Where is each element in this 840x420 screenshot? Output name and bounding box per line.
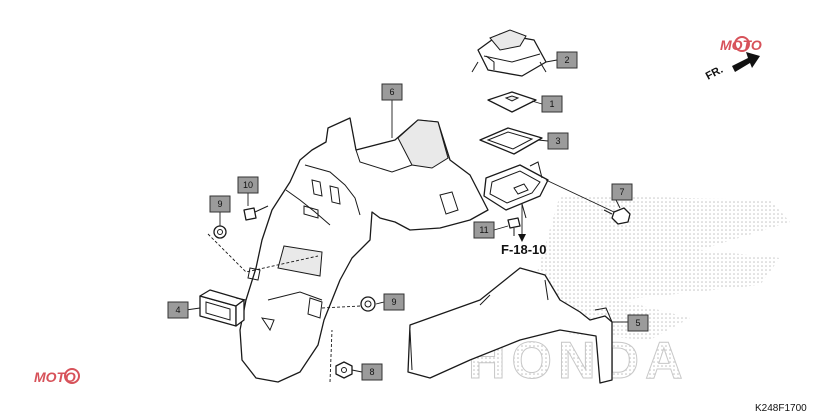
callout-label: 8 bbox=[369, 367, 374, 377]
callout-4[interactable]: 4 bbox=[167, 301, 189, 319]
honda-wing-logo bbox=[520, 195, 790, 340]
reference-label[interactable]: F-18-10 bbox=[501, 242, 547, 257]
callout-6[interactable]: 6 bbox=[381, 83, 403, 101]
splash-guard bbox=[407, 267, 613, 384]
cover-seal bbox=[487, 91, 537, 113]
watermark-text: MOTO bbox=[720, 37, 762, 53]
callout-label: 2 bbox=[564, 55, 569, 65]
callout-2[interactable]: 2 bbox=[556, 51, 578, 69]
callout-9-lower[interactable]: 9 bbox=[383, 293, 405, 311]
gasket bbox=[479, 127, 543, 155]
grommet-upper bbox=[213, 225, 227, 239]
callout-3[interactable]: 3 bbox=[547, 132, 569, 150]
license-light bbox=[199, 289, 247, 327]
callout-11[interactable]: 11 bbox=[473, 221, 495, 239]
watermark-top-right: MOTO bbox=[720, 36, 762, 53]
callout-label: 7 bbox=[619, 187, 624, 197]
callout-8[interactable]: 8 bbox=[361, 363, 383, 381]
direction-label: FR. bbox=[704, 64, 725, 83]
callout-label: 3 bbox=[555, 136, 560, 146]
callout-1[interactable]: 1 bbox=[541, 95, 563, 113]
diagram-code: K248F1700 bbox=[755, 403, 807, 414]
rivet bbox=[507, 217, 521, 236]
callout-label: 11 bbox=[479, 225, 488, 235]
front-direction-indicator: FR. bbox=[704, 52, 760, 83]
callout-label: 9 bbox=[391, 297, 396, 307]
callout-5[interactable]: 5 bbox=[627, 314, 649, 332]
rear-fender bbox=[239, 117, 489, 383]
bolt bbox=[603, 207, 631, 225]
fuse-box-cover bbox=[471, 29, 547, 77]
screw bbox=[243, 205, 269, 221]
callout-label: 1 bbox=[549, 99, 554, 109]
callout-10[interactable]: 10 bbox=[237, 176, 259, 194]
callout-9-upper[interactable]: 9 bbox=[209, 195, 231, 213]
ref-arrow-icon bbox=[518, 234, 526, 242]
nut bbox=[335, 361, 353, 379]
watermark-text: MOTO bbox=[34, 369, 76, 385]
callout-label: 9 bbox=[217, 199, 222, 209]
callout-label: 4 bbox=[175, 305, 180, 315]
arrow-icon bbox=[732, 52, 760, 72]
callout-label: 10 bbox=[243, 180, 253, 190]
fuse-box-base bbox=[483, 161, 549, 219]
callout-7[interactable]: 7 bbox=[611, 183, 633, 201]
watermark-bottom-left: MOTO bbox=[34, 368, 80, 385]
callout-label: 5 bbox=[635, 318, 640, 328]
callout-label: 6 bbox=[389, 87, 394, 97]
grommet-lower bbox=[360, 296, 376, 312]
